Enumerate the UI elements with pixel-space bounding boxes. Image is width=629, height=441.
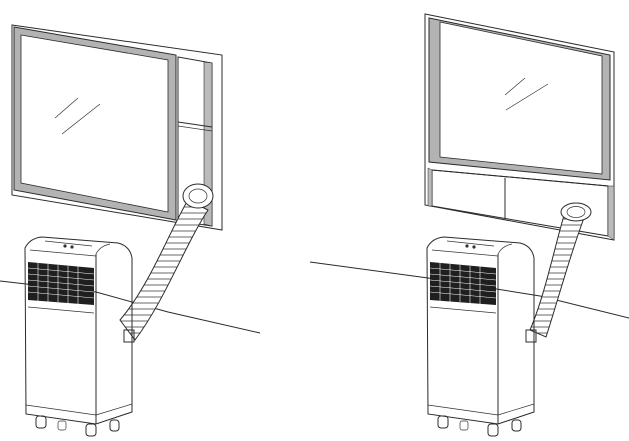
left-panel — [0, 24, 261, 437]
window-kit-strip-left — [203, 61, 213, 227]
ac-wheels-left — [35, 415, 120, 437]
exhaust-hose-right — [529, 202, 592, 338]
window-glass-left — [20, 34, 169, 213]
window-right — [424, 13, 615, 241]
glass-reflection-4 — [505, 83, 549, 111]
ac-unit-right — [426, 236, 537, 437]
glass-reflection-2 — [61, 103, 101, 135]
window-kit-right — [431, 169, 609, 237]
window-kit-divider-left — [177, 121, 213, 128]
ac-unit-left — [24, 236, 135, 437]
glass-reflection-3 — [504, 77, 526, 96]
window-frame-outer-left — [11, 24, 223, 231]
hose-window-adapter-left — [182, 183, 214, 209]
window-glass-right — [439, 21, 603, 175]
ac-handle-left — [123, 329, 135, 343]
window-left — [11, 24, 223, 231]
ac-body-right — [426, 236, 535, 425]
hose-window-adapter-right — [560, 202, 592, 222]
exhaust-hose-left — [119, 183, 214, 341]
window-kit-divider-left-2 — [177, 125, 213, 132]
glass-reflection-1 — [54, 97, 79, 119]
right-panel — [309, 13, 629, 437]
ac-handle-right — [525, 329, 537, 343]
ac-body-left — [24, 236, 133, 425]
ac-wheels-right — [437, 415, 522, 437]
